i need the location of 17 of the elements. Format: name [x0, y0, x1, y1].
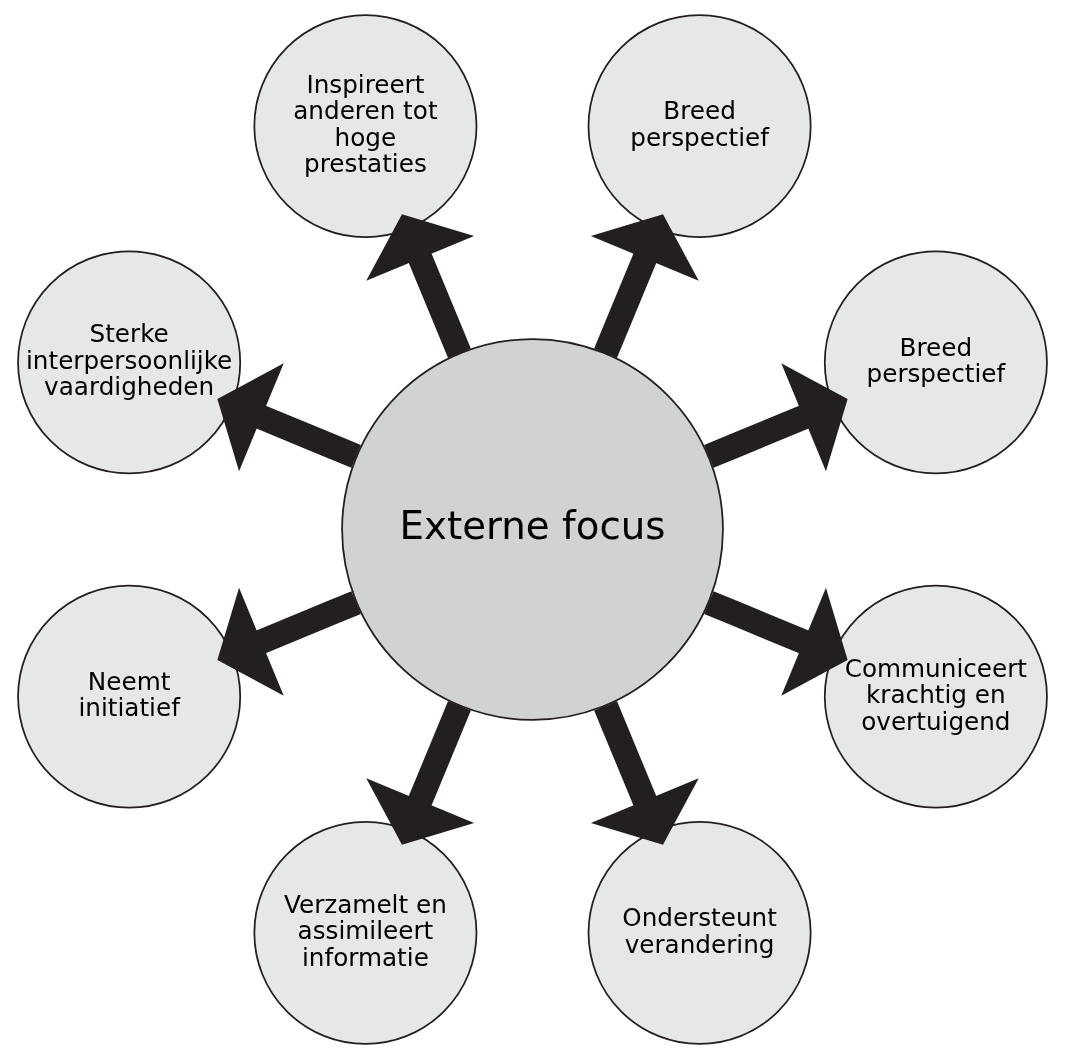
arrow [217, 587, 361, 696]
arrow [704, 363, 848, 472]
arrow [217, 363, 361, 472]
arrow [366, 701, 475, 845]
arrow [366, 214, 475, 358]
node-circle: Sterke interpersoonlijke vaardigheden [17, 250, 242, 475]
arrow [704, 587, 848, 696]
node-circle: Communiceert krachtig en overtuigend [823, 584, 1048, 809]
node-circle: Breed perspectief [823, 250, 1048, 475]
node-circle: Inspireert anderen tot hoge prestaties [253, 14, 478, 239]
node-circle: Externe focus [341, 338, 724, 721]
node-circle: Neemt initiatief [17, 584, 242, 809]
arrow [590, 701, 699, 845]
node-circle: Ondersteunt verandering [587, 820, 812, 1045]
node-circle: Verzamelt en assimileert informatie [253, 820, 478, 1045]
node-circle: Breed perspectief [587, 14, 812, 239]
arrow [590, 214, 699, 358]
